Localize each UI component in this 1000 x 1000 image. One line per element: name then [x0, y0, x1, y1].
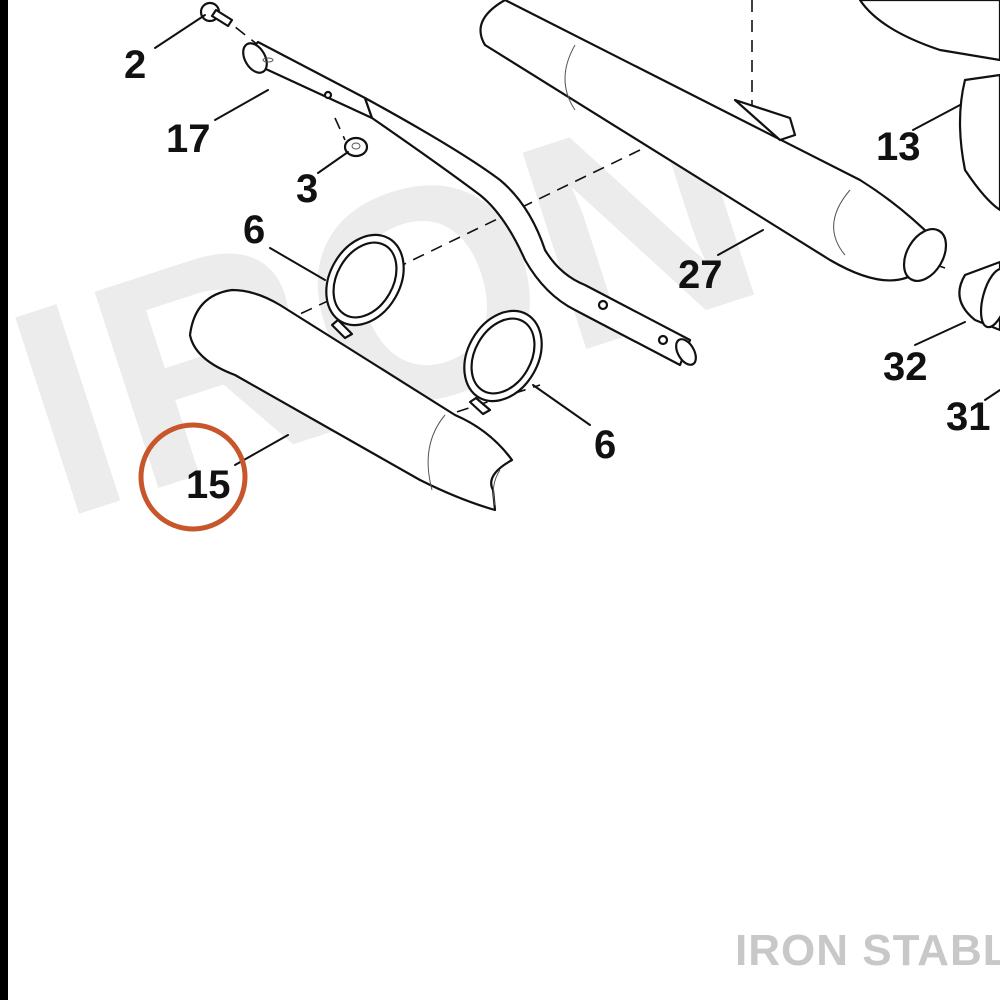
bracket-17: [242, 40, 697, 367]
leader-27: [717, 229, 764, 256]
callout-2: 2: [124, 43, 146, 87]
nut-3: [343, 136, 369, 158]
leader-6b: [532, 384, 591, 426]
leader-17: [214, 89, 269, 121]
callout-32: 32: [883, 345, 928, 389]
callout-6: 6: [594, 423, 616, 467]
callout-13: 13: [876, 125, 921, 169]
leader-13: [912, 104, 961, 131]
callout-3: 3: [296, 167, 318, 211]
muffler-27: [479, 0, 948, 282]
brand-logo: IRON STABLE: [735, 926, 1000, 975]
leader-3: [317, 151, 349, 174]
header-13: [858, 0, 1000, 212]
assembly-line: [437, 384, 541, 419]
assembly-line: [334, 117, 346, 141]
heat-shield-15: [188, 288, 514, 512]
leader-2: [154, 14, 206, 49]
hose-clamp-6a: [325, 233, 405, 340]
callout-17: 17: [166, 117, 211, 161]
leader-31: [984, 389, 1000, 401]
left-edge-bar: [0, 0, 8, 1000]
hose-clamp-6b: [463, 309, 543, 416]
callout-27: 27: [678, 253, 723, 297]
leader-32: [914, 321, 966, 346]
highlight-circle: [138, 422, 248, 532]
callout-15: 15: [186, 463, 231, 507]
bolt-2: [199, 1, 234, 28]
coupler-32: [958, 260, 1000, 332]
callout-31: 31: [946, 395, 991, 439]
leader-6a: [269, 247, 326, 281]
callout-6: 6: [243, 208, 265, 252]
